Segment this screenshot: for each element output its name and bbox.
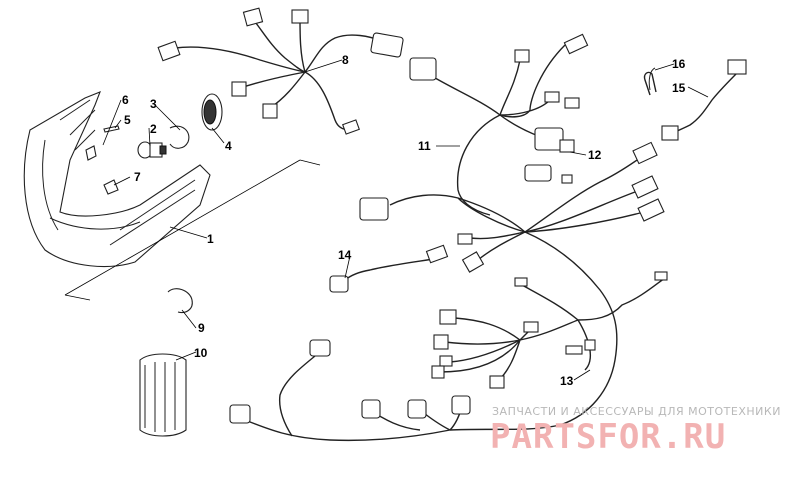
callout-2: 2 (150, 122, 157, 136)
position-lamp-socket (103, 179, 119, 195)
protective-sleeve (139, 353, 187, 437)
callout-1: 1 (207, 232, 214, 246)
callout-8: 8 (342, 53, 349, 67)
callout-16: 16 (672, 57, 686, 71)
headlight-housing (23, 91, 211, 267)
callout-6: 6 (122, 93, 129, 107)
watermark-logo: PARTSFOR.RU (490, 417, 727, 457)
mounting-clip (85, 145, 97, 161)
screw (103, 125, 120, 133)
cable-tie (643, 71, 657, 96)
callout-11: 11 (418, 139, 431, 153)
watermark-tagline: ЗАПЧАСТИ И АКСЕССУАРЫ ДЛЯ МОТОТЕХНИКИ (492, 405, 781, 418)
leader-lines (102, 59, 709, 381)
connectors (157, 7, 747, 424)
callout-10: 10 (194, 346, 208, 360)
headlight-bulb (137, 141, 167, 159)
callout-7: 7 (134, 170, 141, 184)
bulb-retainer (169, 125, 190, 149)
headlight-bracket-line (64, 159, 301, 296)
callout-14: 14 (338, 248, 352, 262)
callout-4: 4 (225, 139, 232, 153)
callout-15: 15 (672, 81, 686, 95)
callout-9: 9 (198, 321, 205, 335)
headlight-bracket-line-ends (64, 159, 321, 301)
dust-cover (201, 93, 223, 131)
callout-3: 3 (150, 97, 157, 111)
callout-13: 13 (560, 374, 574, 388)
callout-labels: 1 2 3 4 5 6 7 8 9 10 11 12 13 14 15 16 (122, 53, 686, 388)
callout-12: 12 (588, 148, 602, 162)
harness-wires (174, 17, 741, 442)
callout-5: 5 (124, 113, 131, 127)
rubber-ring (167, 288, 193, 314)
